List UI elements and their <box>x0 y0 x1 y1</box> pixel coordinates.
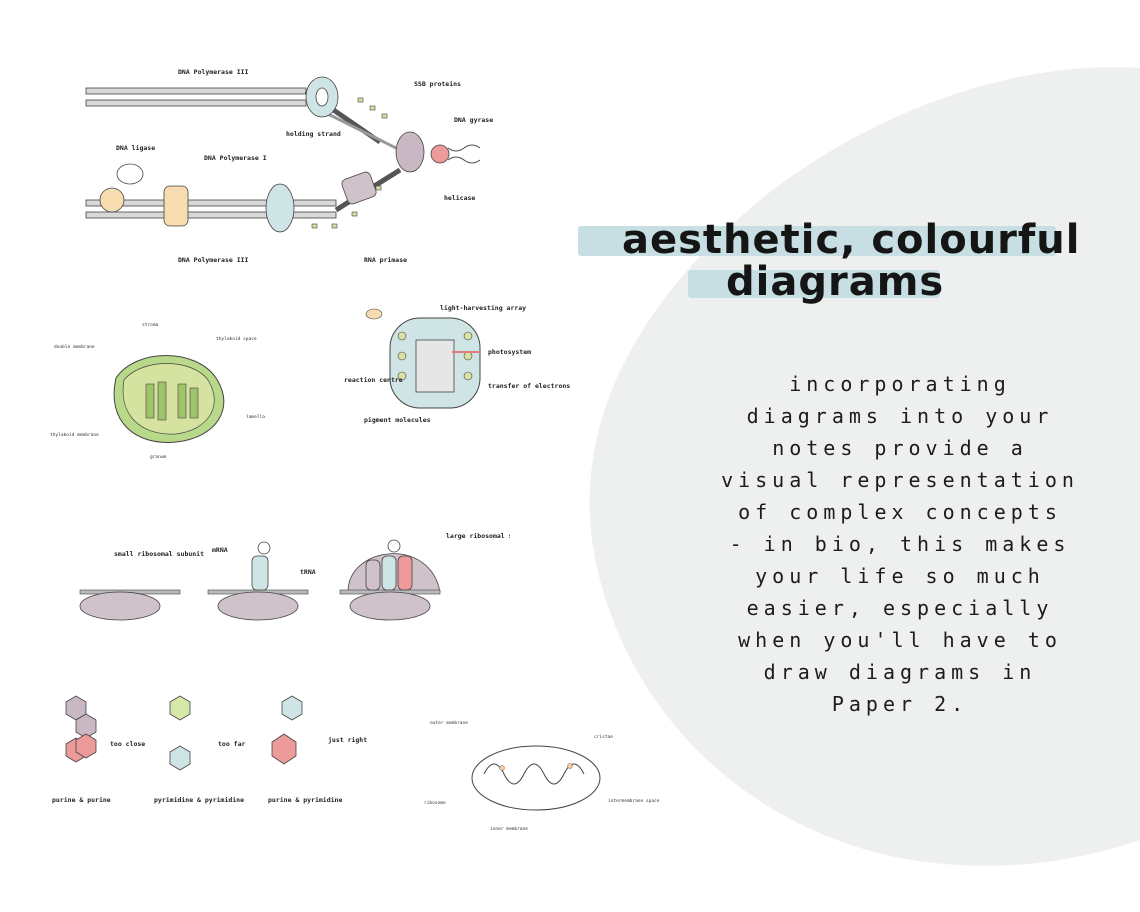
label-purine-purine: purine & purine <box>52 796 111 804</box>
label-large-subunit: large ribosomal subunit <box>446 532 510 540</box>
body-line: draw diagrams in <box>763 660 1037 684</box>
label-small-subunit: small ribosomal subunit <box>114 550 204 558</box>
label-granum: granum <box>150 455 167 460</box>
label-photosystem: photosystem <box>488 348 531 356</box>
label-thylakoid-space: thylakoid space <box>216 336 257 342</box>
label-cristae: cristae <box>594 734 613 740</box>
label-mrna: mRNA <box>212 546 228 554</box>
background-blob-shape <box>589 67 1140 866</box>
body-line: - in bio, this makes <box>729 532 1071 556</box>
label-helicase: helicase <box>444 194 475 202</box>
label-pigment: pigment molecules <box>364 416 431 424</box>
headline-line-2: diagrams <box>726 259 945 305</box>
label-ligase: DNA ligase <box>116 144 155 152</box>
body-line: Paper 2. <box>831 692 969 716</box>
body-line: easier, especially <box>746 596 1054 620</box>
label-intermembrane: intermembrane space <box>608 798 660 804</box>
label-just-right: just right <box>328 736 367 744</box>
label-double-membrane: double membrane <box>54 344 95 350</box>
label-primase: RNA primase <box>364 256 407 264</box>
label-pyr-pyr: pyrimidine & pyrimidine <box>154 796 244 804</box>
label-pur-pyr: purine & pyrimidine <box>268 796 342 804</box>
label-outer-membrane: outer membrane <box>430 720 468 726</box>
label-ssb: SSB proteins <box>414 80 461 88</box>
ribosome-diagram: small ribosomal subunit mRNA tRNA large … <box>79 532 510 621</box>
label-pol3-bottom: DNA Polymerase III <box>178 256 249 264</box>
body-line: visual representation <box>721 468 1079 492</box>
body-line: notes provide a <box>772 436 1028 460</box>
base-pairing-diagram: too close too far just right purine & pu… <box>52 695 367 804</box>
label-pol3-top: DNA Polymerase III <box>178 68 249 76</box>
label-ribosome: ribosome <box>424 800 446 806</box>
label-holding: holding strand <box>286 130 341 138</box>
chloroplast-diagram: stroma double membrane thylakoid space t… <box>50 322 265 460</box>
label-stroma: stroma <box>142 322 159 328</box>
body-line: diagrams into your <box>746 404 1054 428</box>
body-line: when you'll have to <box>738 628 1062 652</box>
headline-highlight-1 <box>578 226 1056 256</box>
body-line: your life so much <box>755 564 1045 588</box>
label-too-close: too close <box>110 740 145 748</box>
body-line: incorporating <box>789 372 1011 396</box>
label-trna: tRNA <box>300 568 316 576</box>
label-too-far: too far <box>218 740 245 748</box>
label-lamella: lamella <box>246 414 265 420</box>
label-thylakoid-membrane: thylakoid membrane <box>50 432 99 438</box>
label-inner-membrane: inner membrane <box>490 826 528 832</box>
body-text: incorporating diagrams into your notes p… <box>700 368 1100 720</box>
label-reaction-centre: reaction centre <box>344 376 403 384</box>
label-transfer: transfer of electrons <box>488 382 570 390</box>
headline-line-1: aesthetic, colourful <box>622 217 1081 263</box>
label-antenna: light-harvesting array <box>440 304 526 312</box>
dna-replication-diagram: DNA Polymerase III SSB proteins DNA gyra… <box>85 68 493 264</box>
label-gyrase: DNA gyrase <box>454 116 493 124</box>
body-line: of complex concepts <box>738 500 1062 524</box>
headline-highlight-2 <box>688 270 940 298</box>
mitochondrion-diagram: outer membrane cristae ribosome intermem… <box>424 720 660 832</box>
photosystem-diagram: light-harvesting array photosystem react… <box>344 304 570 424</box>
label-pol1: DNA Polymerase I <box>204 154 267 162</box>
